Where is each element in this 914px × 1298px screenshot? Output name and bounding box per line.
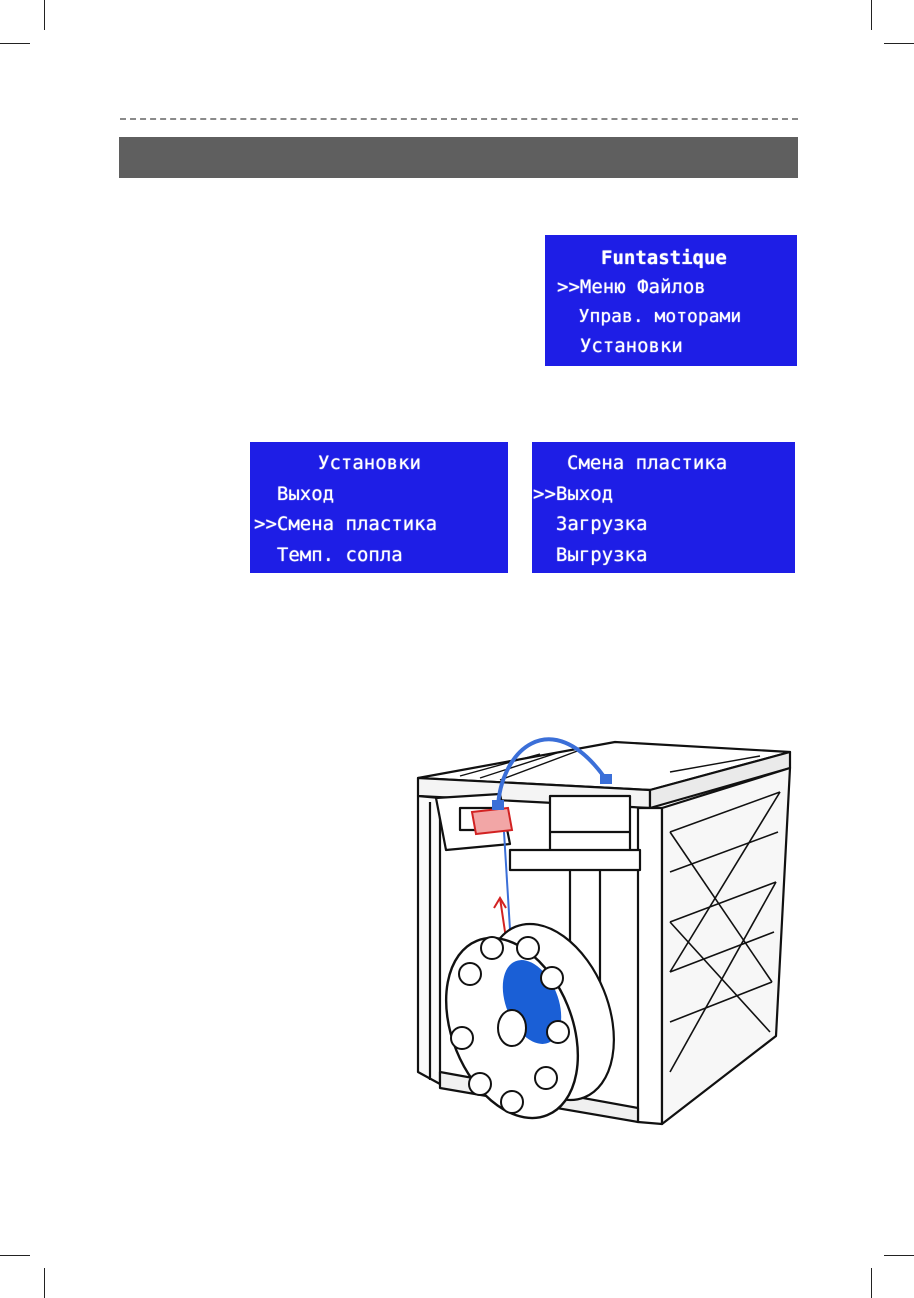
section-header-bar — [119, 137, 798, 178]
printer-frame-icon — [416, 740, 792, 1126]
lcd-filament-title: Смена пластика — [567, 452, 728, 474]
crop-mark — [44, 1268, 45, 1298]
lcd-main-menu: Funtastique >>Меню Файлов Управ. моторам… — [545, 235, 797, 366]
lcd-settings-title: Установки — [318, 452, 421, 474]
crop-mark — [871, 0, 872, 30]
lcd-settings-line-1: Выход — [254, 483, 335, 505]
crop-mark — [0, 43, 30, 44]
lcd-filament-menu: Смена пластика >>Выход Загрузка Выгрузка — [532, 442, 795, 573]
lcd-settings-menu: Установки Выход >>Смена пластика Темп. с… — [250, 442, 508, 573]
crop-mark — [0, 1255, 30, 1256]
feeder-icon — [470, 806, 514, 836]
crop-mark — [44, 0, 45, 30]
crop-mark — [884, 1255, 914, 1256]
filament-spool-icon — [444, 922, 615, 1120]
lcd-settings-line-3: Темп. сопла — [254, 544, 403, 566]
dashed-divider — [120, 118, 798, 120]
crop-mark — [871, 1268, 872, 1298]
lcd-filament-line-1: >>Выход — [533, 483, 614, 505]
lcd-filament-line-2: Загрузка — [533, 513, 648, 535]
lcd-main-title: Funtastique — [601, 247, 727, 269]
crop-mark — [884, 43, 914, 44]
lcd-main-line-2: Управ. моторами — [557, 306, 742, 327]
lcd-main-line-1: >>Меню Файлов — [557, 276, 706, 298]
lcd-main-line-3: Установки — [557, 335, 683, 357]
filament-tube-icon — [496, 737, 607, 809]
lcd-settings-line-2: >>Смена пластика — [254, 513, 438, 535]
lcd-filament-line-3: Выгрузка — [533, 544, 648, 566]
printer-illustration — [416, 737, 792, 1126]
